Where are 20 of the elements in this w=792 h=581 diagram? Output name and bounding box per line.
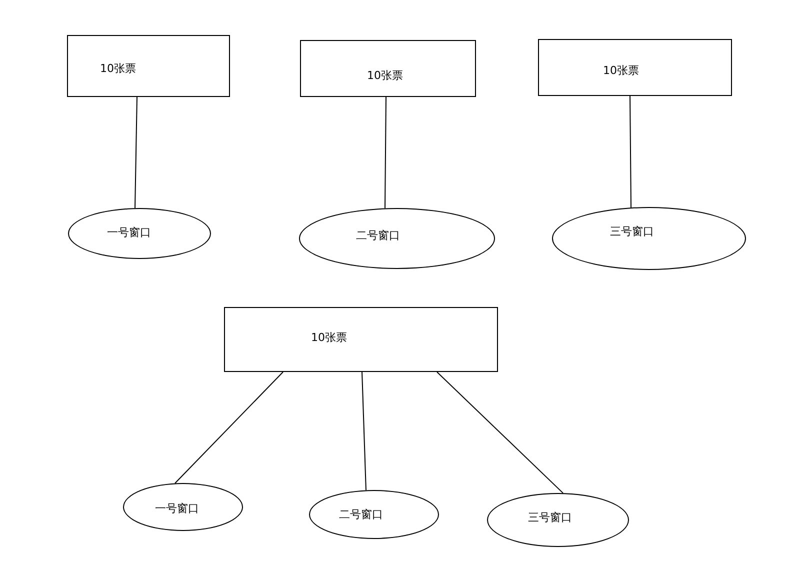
node-label: 10张票 [311,330,347,345]
node-label: 三号窗口 [610,224,654,239]
connector-line [384,96,386,209]
ticket-box [538,39,732,96]
ticket-box [224,307,498,372]
node-label: 一号窗口 [155,501,199,516]
node-label: 10张票 [603,63,639,78]
ticket-box [300,40,476,97]
node-label: 二号窗口 [356,228,400,243]
node-label: 三号窗口 [528,510,572,525]
connector-line [134,96,138,209]
connector-line [630,96,632,208]
node-label: 一号窗口 [107,225,151,240]
node-label: 二号窗口 [339,507,383,522]
connector-line [174,372,284,484]
node-label: 10张票 [100,61,136,76]
connector-line [362,372,366,491]
ticket-box [67,35,230,97]
connector-line [436,372,564,494]
node-label: 10张票 [367,68,403,83]
